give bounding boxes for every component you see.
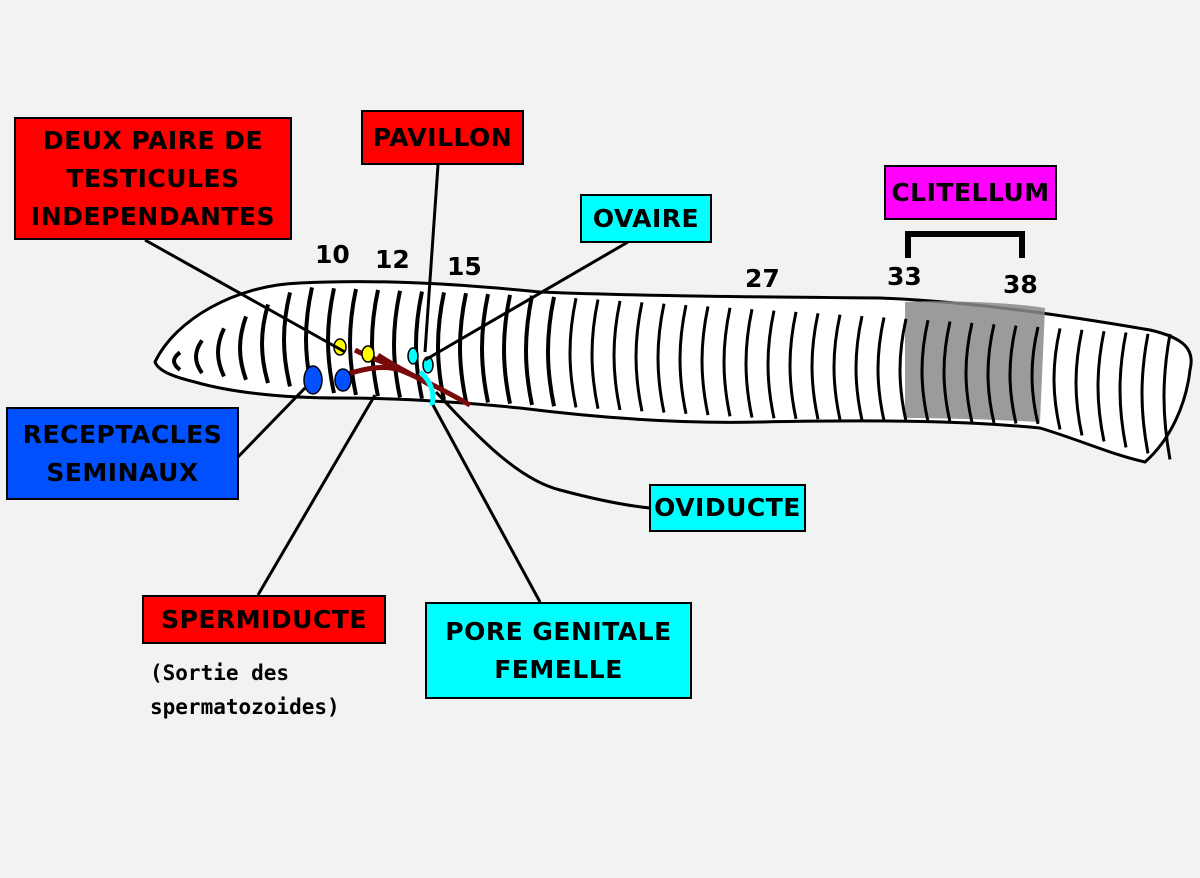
leader-oviducte	[434, 390, 651, 510]
spermiducte-note: (Sortie des spermatozoides)	[150, 656, 340, 724]
segment-ring-5	[282, 291, 292, 387]
leader-ovaire	[424, 240, 629, 362]
receptacle-seminal-1	[303, 365, 323, 395]
reproductive-organs	[303, 338, 472, 408]
leader-spermiducte	[256, 394, 377, 596]
segment-number-10: 10	[315, 240, 350, 269]
segment-ring-37	[986, 323, 996, 424]
segment-ring-43	[1118, 332, 1128, 448]
worm-segment-rings	[172, 287, 1172, 460]
segment-ring-22	[656, 303, 666, 413]
label-ovaire: OVAIRE	[580, 194, 712, 243]
segment-ring-27	[766, 310, 776, 419]
leader-pavillon	[423, 164, 440, 353]
segment-number-27: 27	[745, 264, 780, 293]
segment-ring-34	[920, 319, 930, 422]
segment-ring-0	[172, 350, 182, 372]
segment-ring-3	[238, 315, 248, 381]
segment-ring-44	[1140, 333, 1150, 454]
label-clitellum: CLITELLUM	[884, 165, 1057, 220]
clitellum-bracket	[905, 231, 1025, 258]
leader-pore	[431, 404, 542, 603]
segment-ring-4	[260, 303, 270, 384]
segment-ring-41	[1074, 329, 1084, 436]
segment-ring-13	[458, 292, 468, 402]
segment-ring-29	[810, 313, 820, 420]
oviducte-duct	[418, 370, 436, 407]
segment-ring-7	[326, 287, 336, 394]
label-receptacles: RECEPTACLES SEMINAUX	[6, 407, 239, 500]
label-testicules: DEUX PAIRE DE TESTICULES INDEPENDANTES	[14, 117, 292, 240]
segment-ring-10	[392, 290, 402, 398]
segment-ring-30	[832, 314, 842, 421]
segment-ring-35	[942, 321, 952, 423]
segment-ring-9	[370, 289, 380, 397]
leader-testicules	[144, 238, 346, 354]
segment-ring-21	[634, 302, 644, 412]
label-pavillon: PAVILLON	[361, 110, 524, 165]
label-spermiducte: SPERMIDUCTE	[142, 595, 386, 644]
segment-ring-32	[876, 317, 886, 421]
segment-ring-38	[1008, 325, 1018, 424]
segment-number-15: 15	[447, 252, 482, 281]
note-line-2: spermatozoides)	[150, 695, 340, 719]
segment-ring-8	[348, 288, 358, 396]
segment-ring-11	[414, 291, 424, 400]
note-line-1: (Sortie des	[150, 661, 290, 685]
segment-ring-36	[964, 322, 974, 423]
segment-number-38: 38	[1003, 270, 1038, 299]
segment-ring-42	[1096, 330, 1106, 442]
segment-ring-28	[788, 311, 798, 420]
segment-ring-39	[1030, 326, 1040, 425]
segment-ring-1	[194, 339, 204, 375]
segment-ring-17	[546, 296, 556, 407]
label-oviducte: OVIDUCTE	[649, 484, 806, 532]
segment-ring-25	[722, 307, 732, 417]
segment-ring-15	[502, 294, 512, 405]
spermiducte-duct	[344, 347, 472, 408]
leader-lines	[144, 164, 1025, 603]
ovary-1	[407, 347, 419, 365]
segment-number-33: 33	[887, 262, 922, 291]
segment-ring-20	[612, 300, 622, 411]
label-pore-genitale: PORE GENITALE FEMELLE	[425, 602, 692, 699]
receptacle-seminal-2	[334, 368, 352, 392]
segment-ring-2	[216, 327, 226, 378]
segment-ring-24	[700, 306, 710, 416]
segment-ring-40	[1052, 328, 1062, 430]
testicle-2	[361, 345, 375, 363]
segment-ring-16	[524, 295, 534, 406]
segment-ring-18	[568, 297, 578, 408]
leader-receptacles	[236, 386, 307, 459]
segment-ring-45	[1162, 333, 1172, 460]
segment-ring-23	[678, 304, 688, 415]
segment-number-12: 12	[375, 245, 410, 274]
segment-ring-19	[590, 299, 600, 410]
segment-ring-33	[898, 318, 908, 422]
segment-ring-31	[854, 315, 864, 421]
segment-ring-14	[480, 293, 490, 403]
segment-ring-26	[744, 308, 754, 418]
